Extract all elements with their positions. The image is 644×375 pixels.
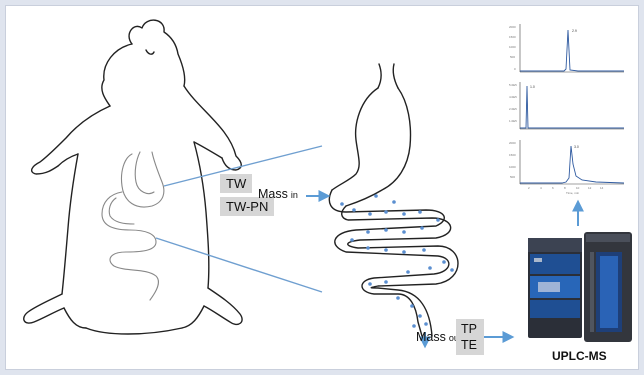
label-te: TE xyxy=(461,337,479,353)
mass-in-subscript: in xyxy=(291,190,298,200)
svg-text:1000: 1000 xyxy=(509,165,516,169)
connector-lines xyxy=(156,146,322,292)
marker-dots xyxy=(340,194,454,328)
label-instrument: UPLC-MS xyxy=(552,349,607,363)
svg-text:2000: 2000 xyxy=(509,25,516,29)
mass-in-text: Mass xyxy=(258,187,288,201)
svg-text:1000: 1000 xyxy=(509,45,516,49)
svg-text:1.0E5: 1.0E5 xyxy=(509,119,517,123)
svg-text:2000: 2000 xyxy=(509,141,516,145)
svg-text:1.0: 1.0 xyxy=(530,85,535,89)
svg-text:3.0: 3.0 xyxy=(574,145,579,149)
svg-text:0: 0 xyxy=(514,67,516,71)
svg-text:4.0E5: 4.0E5 xyxy=(509,95,517,99)
svg-text:500: 500 xyxy=(510,55,515,59)
svg-text:6: 6 xyxy=(552,186,554,190)
diagram-canvas: 2.9 2000 1500 1000 500 0 1.0 5.0E5 4.0E5 2.0E5… xyxy=(6,6,638,369)
label-tp: TP xyxy=(461,321,479,337)
svg-text:8: 8 xyxy=(564,186,566,190)
label-mass-out: Massout xyxy=(416,330,461,344)
svg-text:4: 4 xyxy=(540,186,542,190)
rat-outline-icon xyxy=(24,20,242,334)
svg-text:1500: 1500 xyxy=(509,35,516,39)
svg-text:1500: 1500 xyxy=(509,153,516,157)
svg-text:5.0E5: 5.0E5 xyxy=(509,83,517,87)
svg-text:12: 12 xyxy=(588,186,592,190)
mass-out-text: Mass xyxy=(416,330,446,344)
label-tp-te: TP TE xyxy=(456,319,484,355)
figure-panel: 2.9 2000 1500 1000 500 0 1.0 5.0E5 4.0E5 2.0E5… xyxy=(5,5,639,370)
svg-text:14: 14 xyxy=(600,186,604,190)
chromatogram-3: 3.0 2000 1500 1000 500 2 4 6 8 10 12 14 Time, min xyxy=(509,140,624,195)
uplc-ms-instrument-icon xyxy=(528,232,632,342)
digestive-tract-icon xyxy=(329,64,458,336)
svg-text:Time, min: Time, min xyxy=(566,191,579,195)
chromatogram-1: 2.9 2000 1500 1000 500 0 xyxy=(509,24,624,72)
chromatogram-2: 1.0 5.0E5 4.0E5 2.0E5 1.0E5 xyxy=(509,82,624,129)
label-tw: TW xyxy=(220,174,252,193)
svg-text:2: 2 xyxy=(528,186,530,190)
svg-text:500: 500 xyxy=(510,175,515,179)
svg-text:2.0E5: 2.0E5 xyxy=(509,107,517,111)
chromatogram-stack-icon: 2.9 2000 1500 1000 500 0 1.0 5.0E5 4.0E5 2.0E5… xyxy=(509,24,624,195)
svg-text:2.9: 2.9 xyxy=(572,29,577,33)
svg-text:10: 10 xyxy=(576,186,580,190)
